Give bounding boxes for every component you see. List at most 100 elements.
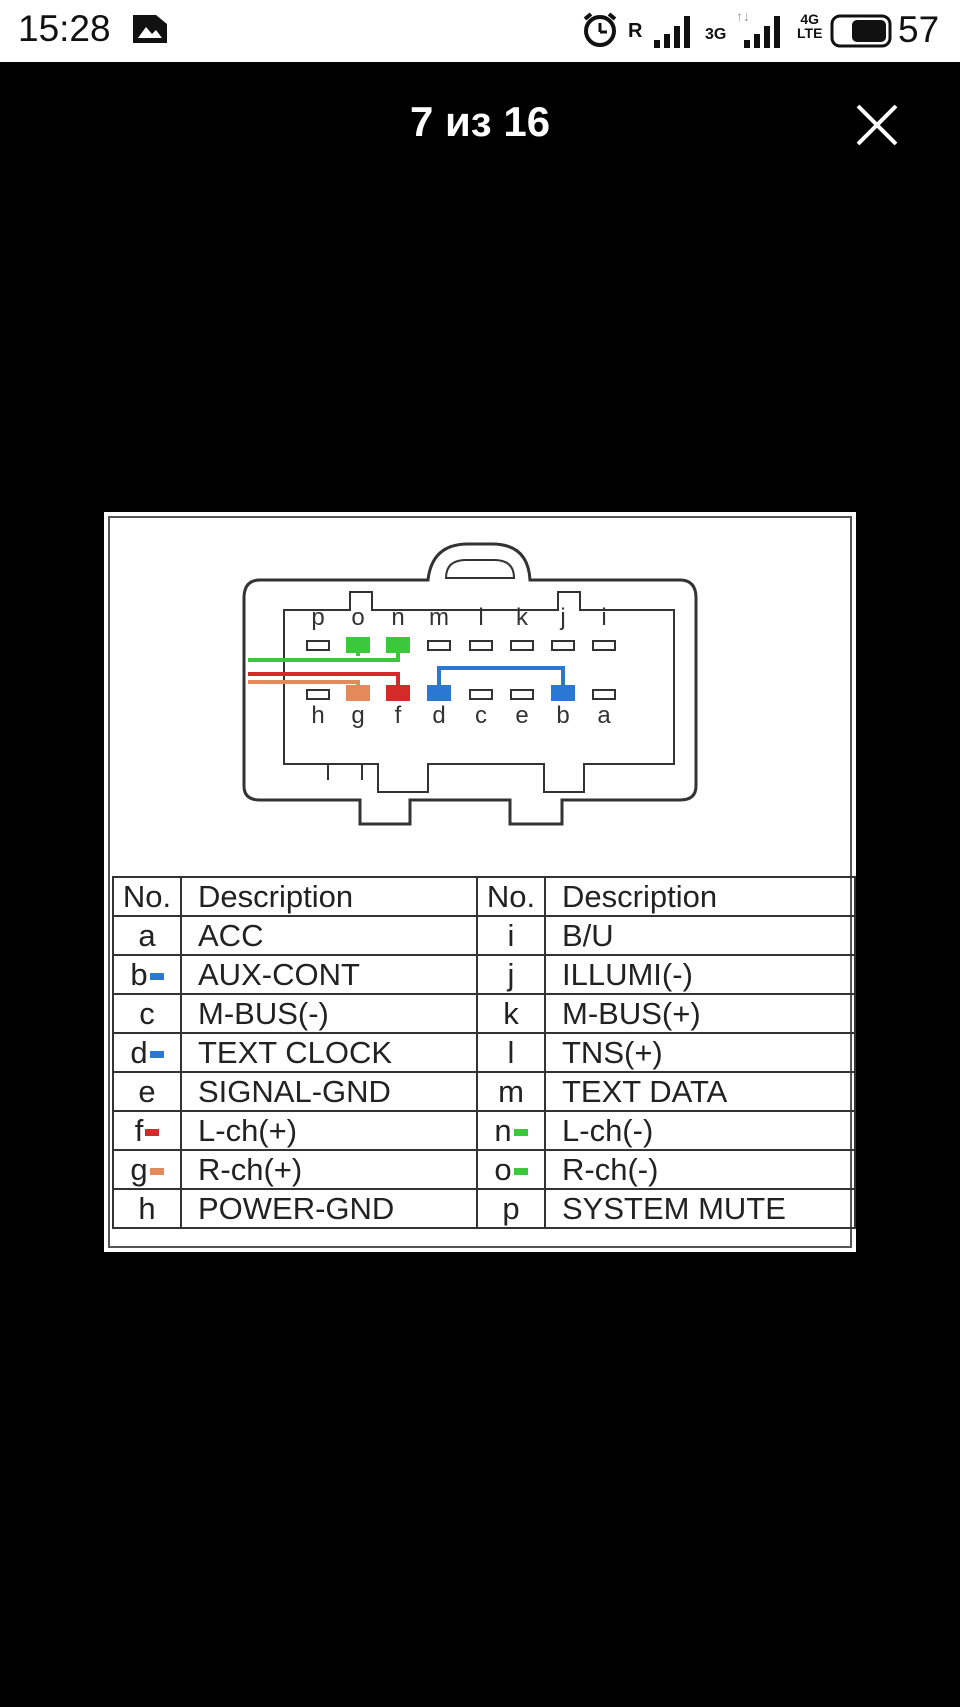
pin-number-text: d (130, 1035, 148, 1070)
pin-h (306, 689, 330, 700)
pin-number: b (112, 954, 182, 995)
pin-description-text: TEXT DATA (562, 1074, 728, 1109)
pin-number-text: p (502, 1191, 520, 1226)
pin-description: L-ch(+) (180, 1110, 478, 1151)
pin-description-text: AUX-CONT (198, 957, 360, 992)
pin-description: ILLUMI(-) (544, 954, 856, 995)
pin-number: n (476, 1110, 546, 1151)
battery-percent: 57 (898, 9, 940, 50)
pin-e (510, 689, 534, 700)
alarm-icon (580, 10, 620, 55)
wire-line (248, 680, 360, 686)
header-no-2: No. (476, 876, 546, 917)
pin-description: TEXT DATA (544, 1071, 856, 1112)
pin-description: AUX-CONT (180, 954, 478, 995)
pin-number-text: k (503, 996, 519, 1031)
pin-description-text: M-BUS(+) (562, 996, 701, 1031)
image-counter: 7 из 16 (409, 98, 551, 145)
pin-description-text: L-ch(-) (562, 1113, 654, 1148)
pin-label-e: e (515, 702, 529, 729)
close-button[interactable] (852, 100, 902, 150)
pin-number: j (476, 954, 546, 995)
header-description-2: Description (544, 876, 856, 917)
pin-description: R-ch(-) (544, 1149, 856, 1190)
pin-number: f (112, 1110, 182, 1151)
pin-layout (248, 637, 616, 701)
pin-description-text: POWER-GND (198, 1191, 395, 1226)
data-activity-icon: ↑↓ (736, 8, 750, 24)
pin-number-text: h (138, 1191, 156, 1226)
pin-label-k: k (516, 604, 528, 631)
pin-number-text: j (507, 957, 515, 992)
pin-k (510, 640, 534, 651)
wire-color-marker (149, 973, 164, 981)
pin-l (469, 640, 493, 651)
wire-color-marker (149, 1051, 164, 1059)
header-description: Description (180, 876, 478, 917)
pin-number-text: b (130, 957, 148, 992)
pin-number: i (476, 915, 546, 956)
pin-number-text: i (507, 918, 515, 953)
gallery-notification-icon (132, 14, 168, 49)
header-no: No. (112, 876, 182, 917)
pin-description: SIGNAL-GND (180, 1071, 478, 1112)
pin-label-j: j (560, 604, 566, 631)
pin-label-h: h (311, 702, 325, 729)
signal-strength-icon (652, 14, 696, 53)
pin-j (551, 640, 575, 651)
pin-p (306, 640, 330, 651)
pin-b (551, 685, 575, 701)
pin-description-text: SIGNAL-GND (198, 1074, 391, 1109)
pin-c (469, 689, 493, 700)
pin-i (592, 640, 616, 651)
pin-label-d: d (432, 702, 446, 729)
wire-color-marker (145, 1129, 160, 1137)
pin-label-o: o (351, 604, 365, 631)
wire-line (248, 672, 400, 686)
pin-number-text: g (130, 1152, 148, 1187)
pin-a (592, 689, 616, 700)
pin-description: L-ch(-) (544, 1110, 856, 1151)
pin-number-text: a (138, 918, 156, 953)
table-row: e SIGNAL-GND m TEXT DATA (112, 1071, 856, 1112)
pin-label-p: p (311, 604, 325, 631)
pin-label-a: a (597, 702, 611, 729)
pin-g (346, 685, 370, 701)
table-row: b AUX-CONT j ILLUMI(-) (112, 954, 856, 995)
table-row: g R-ch(+) o R-ch(-) (112, 1149, 856, 1190)
pin-number: l (476, 1032, 546, 1073)
table-row: h POWER-GND p SYSTEM MUTE (112, 1188, 856, 1229)
table-row: c M-BUS(-) k M-BUS(+) (112, 993, 856, 1034)
pin-description-text: ACC (198, 918, 264, 953)
table-row: d TEXT CLOCK l TNS(+) (112, 1032, 856, 1073)
pin-number-text: f (134, 1113, 144, 1148)
wire-color-marker (149, 1168, 164, 1176)
pin-description-text: TEXT CLOCK (198, 1035, 393, 1070)
pin-label-g: g (351, 702, 365, 729)
pin-number: e (112, 1071, 182, 1112)
pin-description-text: R-ch(+) (198, 1152, 303, 1187)
pin-description: SYSTEM MUTE (544, 1188, 856, 1229)
pin-description-text: TNS(+) (562, 1035, 663, 1070)
pin-number-text: e (138, 1074, 156, 1109)
battery-icon (830, 14, 892, 53)
pin-number: h (112, 1188, 182, 1229)
pin-number: k (476, 993, 546, 1034)
pin-label-c: c (475, 702, 487, 729)
pin-number: c (112, 993, 182, 1034)
pin-number-text: m (498, 1074, 524, 1109)
wire-color-marker (513, 1168, 528, 1176)
pin-f (386, 685, 410, 701)
pin-label-l: l (478, 604, 484, 631)
pin-m (427, 640, 451, 651)
roaming-indicator: R (628, 20, 643, 42)
pin-number-text: o (494, 1152, 512, 1187)
pin-number-text: n (494, 1113, 512, 1148)
pin-description: POWER-GND (180, 1188, 478, 1229)
pin-description-text: M-BUS(-) (198, 996, 329, 1031)
network-lte-label: LTE (797, 25, 823, 41)
pin-o (346, 637, 370, 653)
pin-description-text: B/U (562, 918, 614, 953)
